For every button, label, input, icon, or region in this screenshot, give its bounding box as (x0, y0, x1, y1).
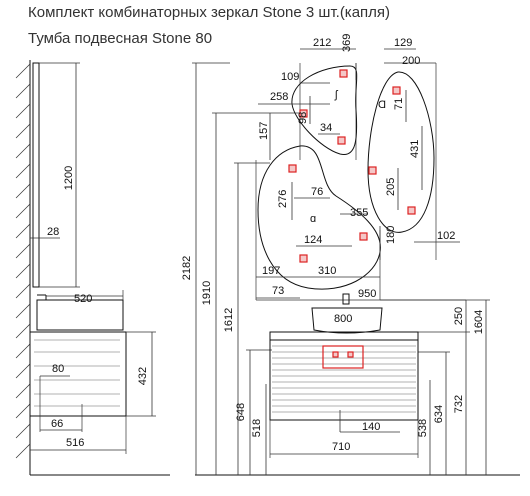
dim-258: 258 (270, 91, 288, 103)
dim-518: 518 (251, 419, 263, 437)
dim-129: 129 (394, 37, 412, 49)
mount-point (332, 351, 339, 358)
dim-1200: 1200 (63, 166, 75, 190)
dim-140: 140 (362, 421, 380, 433)
dim-2182: 2182 (181, 256, 193, 280)
dim-431: 431 (409, 140, 421, 158)
mirrors: 212 369 109 258 ʃ 98 34 157 129 200 Ɑ 71… (255, 34, 460, 300)
dim-28: 28 (47, 226, 59, 238)
dim-80: 80 (52, 363, 64, 375)
mount-point (359, 232, 368, 241)
cabinet-front (269, 339, 419, 421)
dim-109: 109 (281, 71, 299, 83)
mount-point (368, 166, 377, 175)
dim-34: 34 (320, 122, 332, 134)
basin-side (36, 299, 124, 331)
front-furniture: 950 800 140 71 (256, 288, 466, 458)
dim-732: 732 (453, 395, 465, 413)
faucet (342, 293, 350, 305)
dim-205: 205 (385, 178, 397, 196)
wall-hatch (15, 63, 31, 459)
dim-212: 212 (313, 37, 331, 49)
dim-124: 124 (304, 234, 322, 246)
dim-66: 66 (51, 418, 63, 430)
mirror-large (257, 145, 381, 290)
dim-197: 197 (262, 265, 280, 277)
mount-point (299, 109, 308, 118)
dim-71: 71 (393, 98, 405, 110)
dim-1910: 1910 (201, 281, 213, 305)
mount-zone (322, 345, 364, 369)
dim-369: 369 (341, 34, 353, 52)
mount-point (347, 351, 354, 358)
dim-76: 76 (311, 186, 323, 198)
dim-800: 800 (334, 313, 352, 325)
cabinet-slats (272, 345, 416, 413)
side-view: 1200 28 520 432 80 66 516 (15, 60, 170, 476)
mount-point (337, 136, 346, 145)
dim-276: 276 (277, 190, 289, 208)
dim-710: 710 (332, 441, 350, 453)
dim-157: 157 (258, 122, 270, 140)
basin-front (311, 307, 383, 334)
hook-mid: Ɑ (378, 99, 386, 111)
mount-point (288, 164, 297, 173)
dim-1604: 1604 (473, 310, 485, 334)
dim-634: 634 (433, 405, 445, 423)
dim-1612: 1612 (223, 308, 235, 332)
dim-180: 180 (385, 226, 397, 244)
mount-point (299, 254, 308, 263)
dim-310: 310 (318, 265, 336, 277)
mount-point (392, 86, 401, 95)
dim-200: 200 (402, 55, 420, 67)
dim-950: 950 (358, 288, 376, 300)
hook-small: ʃ (334, 89, 339, 101)
dim-648: 648 (235, 403, 247, 421)
dim-355: 355 (350, 207, 368, 219)
mirror-side (32, 62, 40, 288)
front-height-dims: 2182 1910 1612 648 518 538 634 732 1604 … (181, 62, 520, 476)
dim-520: 520 (74, 293, 92, 305)
title-cabinet: Тумба подвесная Stone 80 (28, 30, 213, 47)
dim-102: 102 (437, 230, 455, 242)
dim-73: 73 (272, 285, 284, 297)
dim-516: 516 (66, 437, 84, 449)
mirror-tall (367, 71, 435, 233)
mount-point (407, 206, 416, 215)
dim-250: 250 (453, 307, 465, 325)
dim-538: 538 (417, 419, 429, 437)
cabinet-side (29, 331, 127, 417)
title-mirror-set: Комплект комбинаторных зеркал Stone 3 шт… (28, 4, 391, 21)
mount-point (339, 69, 348, 78)
dim-98: 98 (297, 112, 309, 124)
hook-large: ɑ (310, 213, 316, 225)
dim-432: 432 (137, 367, 149, 385)
